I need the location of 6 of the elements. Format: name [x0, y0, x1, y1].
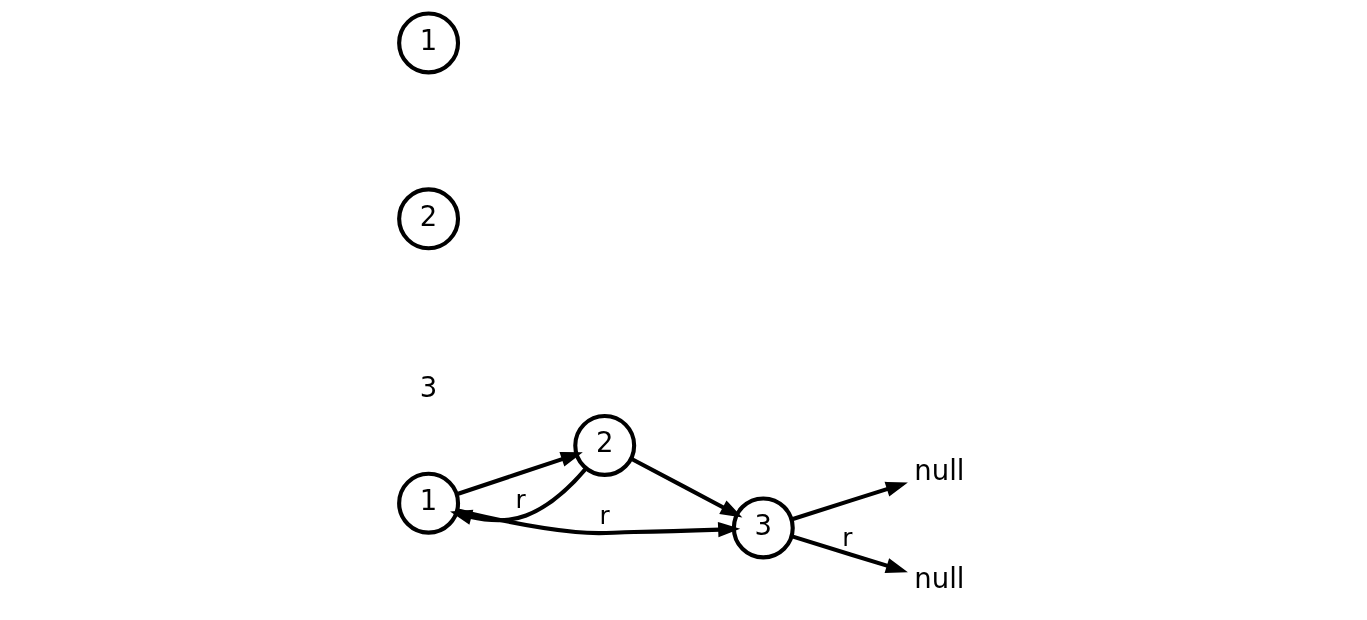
edge-label: r: [599, 501, 610, 531]
node-text: null: [913, 454, 964, 486]
label: 3: [419, 372, 437, 404]
edge-label: r: [841, 523, 852, 553]
edge-label: r: [515, 484, 526, 514]
node-text: null: [913, 563, 964, 595]
